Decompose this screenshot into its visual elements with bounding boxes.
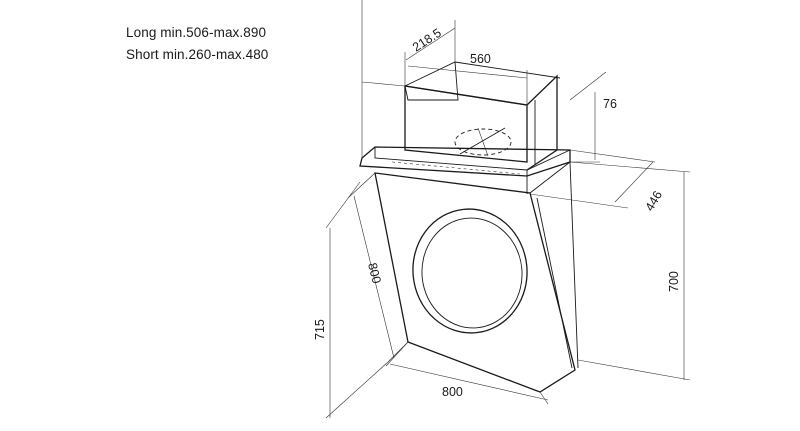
dim-offset-label: 76 bbox=[603, 97, 617, 111]
long-chimney-range: Long min.506-max.890 bbox=[126, 25, 267, 40]
dim-depth-label: 446 bbox=[642, 188, 665, 213]
dim-chimney-depth-label: 218.5 bbox=[410, 26, 444, 55]
short-chimney-range: Short min.260-max.480 bbox=[126, 47, 269, 62]
dim-panel-height: 715 bbox=[313, 181, 389, 419]
dim-chimney-width: 560 bbox=[407, 52, 528, 105]
chimney bbox=[404, 61, 561, 171]
dim-height: 700 bbox=[569, 161, 691, 381]
dim-panel-diagonal-label: 800 bbox=[365, 261, 384, 285]
dim-height-label: 700 bbox=[667, 271, 681, 292]
dim-panel-height-label: 715 bbox=[313, 319, 327, 340]
dim-panel-diagonal: 800 bbox=[347, 172, 409, 363]
dim-chimney-width-label: 560 bbox=[470, 52, 491, 66]
dim-offset: 76 bbox=[569, 71, 617, 163]
dim-width: 800 bbox=[385, 341, 549, 405]
dim-width-label: 800 bbox=[442, 385, 463, 399]
dim-chimney-depth: 218.5 bbox=[404, 20, 456, 86]
chimney-length-notes: Long min.506-max.890 Short min.260-max.4… bbox=[126, 22, 268, 66]
